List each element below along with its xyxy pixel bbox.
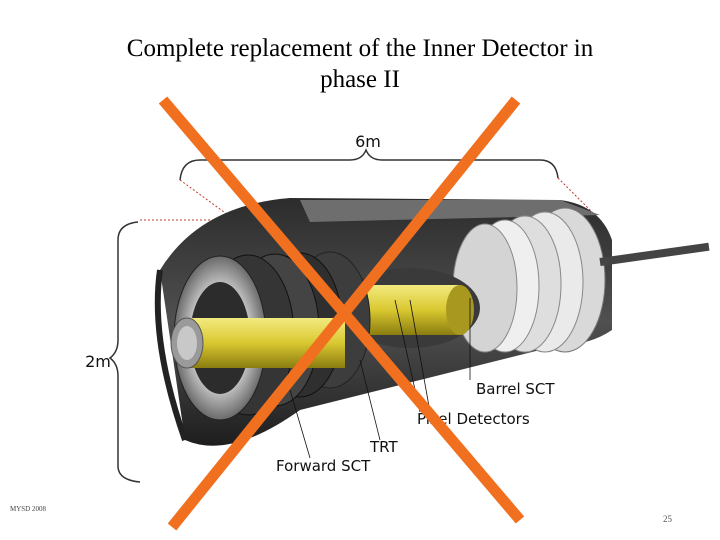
label-forward-sct: Forward SCT [276, 457, 371, 475]
slide-title: Complete replacement of the Inner Detect… [40, 33, 680, 95]
dim-height-label: 2m [85, 352, 111, 371]
dimension-2m: 2m [85, 219, 230, 483]
footer-left-text: MYSD 2008 [10, 505, 46, 513]
page-number: 25 [663, 514, 672, 524]
label-pixel-detectors: Pixel Detectors [417, 410, 530, 428]
title-line-1: Complete replacement of the Inner Detect… [126, 35, 594, 62]
title-line-2: phase II [320, 66, 400, 93]
dim-length-label: 6m [355, 132, 381, 151]
label-trt: TRT [369, 438, 398, 456]
cross-out-mark [158, 96, 525, 531]
barrel-rings [452, 207, 606, 353]
label-barrel-sct: Barrel SCT [476, 380, 555, 398]
detector-body [154, 198, 710, 446]
